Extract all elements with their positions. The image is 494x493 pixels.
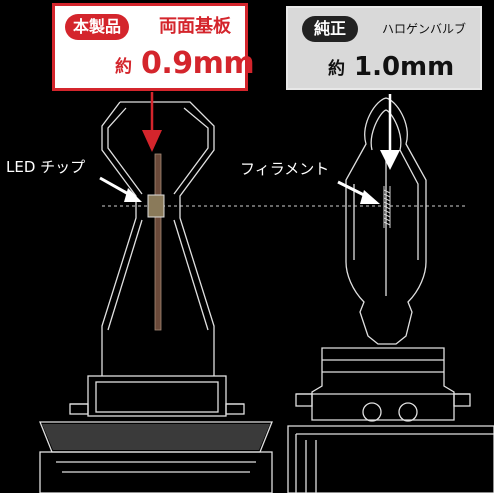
product-badge: 本製品 <box>65 14 130 40</box>
product-thickness: 0.9mm <box>141 46 255 81</box>
product-caption: 両面基板 <box>159 16 231 37</box>
halogen-bulb-outline <box>287 97 494 493</box>
genuine-caption: ハロゲンバルブ <box>382 22 467 36</box>
genuine-arrow-head <box>380 150 400 170</box>
genuine-prefix: 約 <box>328 59 345 79</box>
product-callout: 本製品 両面基板 約 0.9mm <box>52 3 255 91</box>
led-circuit-board <box>154 153 162 331</box>
filament-label-arrow-head <box>360 190 380 204</box>
filament-label: フィラメント <box>240 160 330 178</box>
filament-coil <box>383 186 391 228</box>
genuine-thickness: 1.0mm <box>354 52 455 82</box>
led-chip <box>147 194 165 218</box>
genuine-callout: 純正 ハロゲンバルブ 約 1.0mm <box>286 6 482 90</box>
led-chip-label: LED チップ <box>6 158 86 176</box>
led-base-shading <box>42 424 270 450</box>
led-label-arrow-head <box>124 188 142 202</box>
red-arrow-head <box>142 130 162 152</box>
product-prefix: 約 <box>115 57 132 77</box>
genuine-badge: 純正 <box>302 16 359 42</box>
